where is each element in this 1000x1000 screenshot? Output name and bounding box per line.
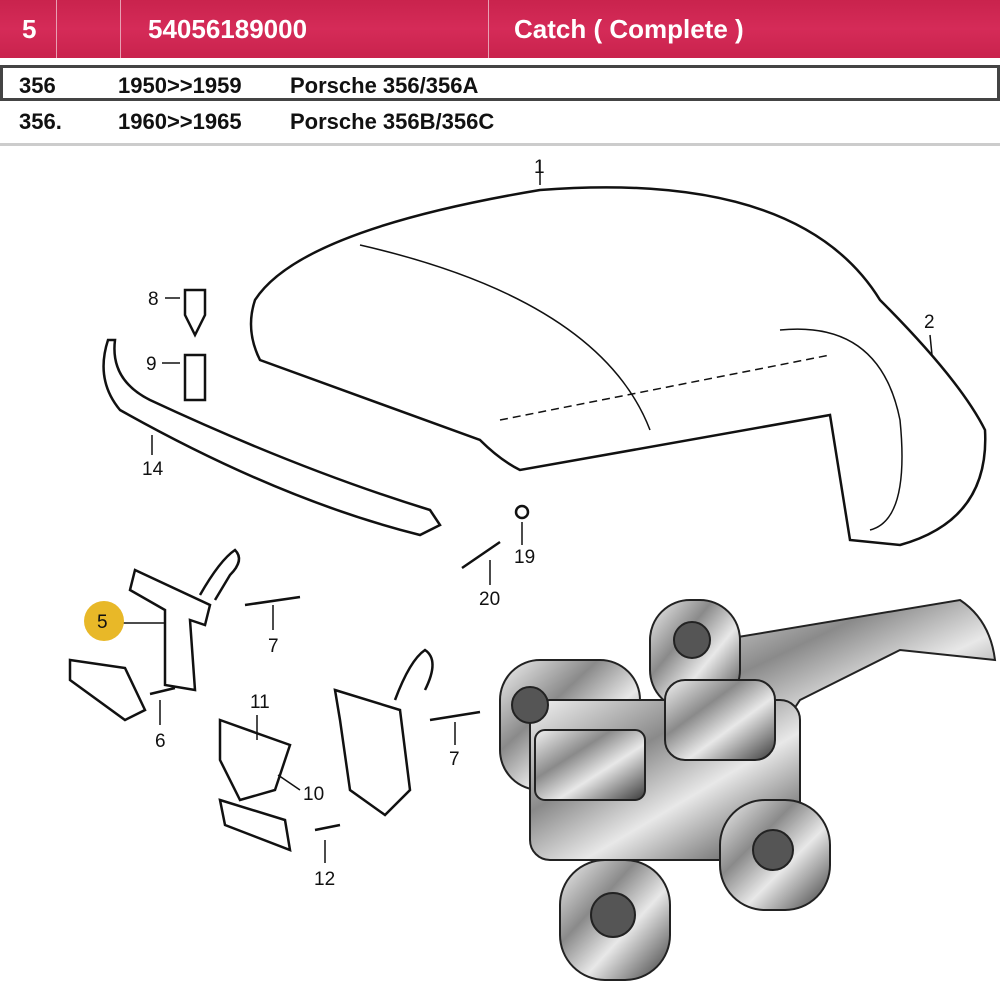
model-name: Porsche 356B/356C bbox=[290, 109, 495, 134]
callout: 9 bbox=[146, 354, 157, 375]
pin bbox=[183, 288, 207, 402]
callout: 7 bbox=[449, 749, 460, 770]
hardtop-dashed-line bbox=[499, 354, 831, 421]
callout: 19 bbox=[514, 547, 535, 568]
latch-lower-plate bbox=[218, 798, 292, 852]
hardtop-outline bbox=[249, 186, 987, 547]
column-divider bbox=[56, 0, 57, 58]
column-divider bbox=[488, 0, 489, 58]
callout: 7 bbox=[268, 636, 279, 657]
screw bbox=[149, 540, 501, 832]
model-years: 1960>>1965 bbox=[118, 109, 242, 134]
column-divider bbox=[120, 0, 121, 58]
callout: 20 bbox=[479, 589, 500, 610]
item-number: 5 bbox=[22, 14, 37, 44]
latch-right bbox=[333, 688, 412, 817]
part-header: 5 54056189000 Catch ( Complete ) bbox=[0, 0, 1000, 58]
callout: 12 bbox=[314, 869, 335, 890]
seal-strip bbox=[102, 338, 442, 537]
callout: 2 bbox=[924, 312, 935, 333]
model-name: Porsche 356/356A bbox=[290, 73, 479, 98]
leader-lines bbox=[120, 160, 933, 863]
catch-photo bbox=[499, 598, 997, 981]
application-row[interactable]: 356 1950>>1959 Porsche 356/356A bbox=[0, 65, 1000, 101]
callout: 11 bbox=[250, 692, 270, 713]
washer bbox=[514, 504, 530, 520]
model-code: 356. bbox=[19, 109, 62, 134]
parts-diagram: 1 2 8 9 14 19 20 5 7 6 11 10 7 12 bbox=[68, 157, 997, 981]
callout: 5 bbox=[97, 612, 108, 633]
part-number: 54056189000 bbox=[148, 14, 308, 44]
latch-plate bbox=[68, 658, 147, 722]
application-row[interactable]: 356. 1960>>1965 Porsche 356B/356C bbox=[0, 104, 1000, 140]
callout: 14 bbox=[142, 459, 164, 480]
divider bbox=[0, 143, 1000, 146]
latch-upper bbox=[128, 568, 212, 692]
model-code: 356 bbox=[19, 73, 56, 98]
latch-lower bbox=[218, 718, 292, 802]
callout: 1 bbox=[534, 157, 545, 178]
latch-upper-lever bbox=[198, 548, 241, 601]
callout: 8 bbox=[148, 289, 159, 310]
highlight-marker bbox=[84, 601, 124, 641]
part-description: Catch ( Complete ) bbox=[514, 14, 744, 44]
hardtop-panel-line bbox=[359, 244, 651, 431]
model-years: 1950>>1959 bbox=[118, 73, 242, 98]
latch-right-lever bbox=[393, 648, 434, 701]
callout-labels: 1 2 8 9 14 19 20 5 7 6 11 10 7 12 bbox=[97, 157, 935, 890]
hardtop-window-line bbox=[779, 328, 903, 531]
callout: 6 bbox=[155, 731, 166, 752]
callout: 10 bbox=[303, 784, 324, 805]
